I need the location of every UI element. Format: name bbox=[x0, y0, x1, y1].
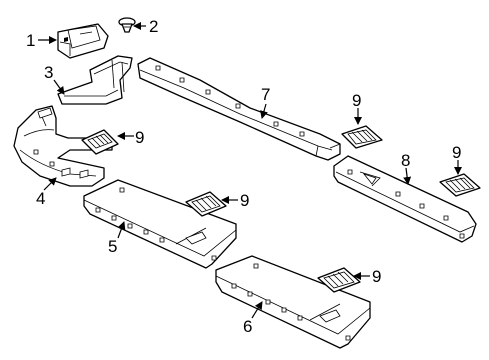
leader-7 bbox=[260, 103, 268, 119]
callout-2: 2 bbox=[149, 17, 158, 36]
callout-9e: 9 bbox=[372, 267, 381, 286]
callout-9b: 9 bbox=[352, 91, 361, 110]
part-9-grille-e bbox=[317, 267, 361, 293]
callout-9c: 9 bbox=[452, 143, 461, 162]
part-9-grille-c bbox=[439, 173, 481, 197]
callout-3: 3 bbox=[44, 63, 53, 82]
part-6-rear-floor-duct bbox=[215, 255, 371, 349]
callout-numbers: 1 2 3 4 5 6 7 8 9 9 9 9 9 bbox=[26, 17, 461, 336]
callout-8: 8 bbox=[401, 151, 410, 170]
callout-9d: 9 bbox=[240, 191, 249, 210]
leader-3 bbox=[53, 79, 65, 95]
part-5-floor-duct bbox=[83, 179, 237, 269]
callout-7: 7 bbox=[261, 85, 270, 104]
part-9-grille-d bbox=[185, 191, 227, 217]
leader-8 bbox=[403, 167, 412, 185]
callout-5: 5 bbox=[108, 237, 117, 256]
callout-9a: 9 bbox=[135, 128, 144, 147]
part-4-front-duct bbox=[13, 105, 113, 187]
callout-4: 4 bbox=[36, 189, 45, 208]
part-9-grille-a bbox=[81, 129, 119, 155]
part-8-side-duct bbox=[333, 155, 477, 243]
callout-leaders bbox=[38, 22, 462, 319]
callout-1: 1 bbox=[26, 31, 35, 50]
part-3-duct bbox=[57, 55, 133, 105]
part-1-bracket bbox=[57, 23, 109, 59]
part-7-center-duct bbox=[137, 57, 341, 161]
leader-6 bbox=[251, 301, 263, 319]
callout-6: 6 bbox=[243, 317, 252, 336]
leader-5 bbox=[117, 221, 126, 239]
part-2-push-pin bbox=[118, 17, 136, 33]
part-9-grille-b bbox=[341, 125, 383, 149]
leader-4 bbox=[43, 177, 57, 191]
